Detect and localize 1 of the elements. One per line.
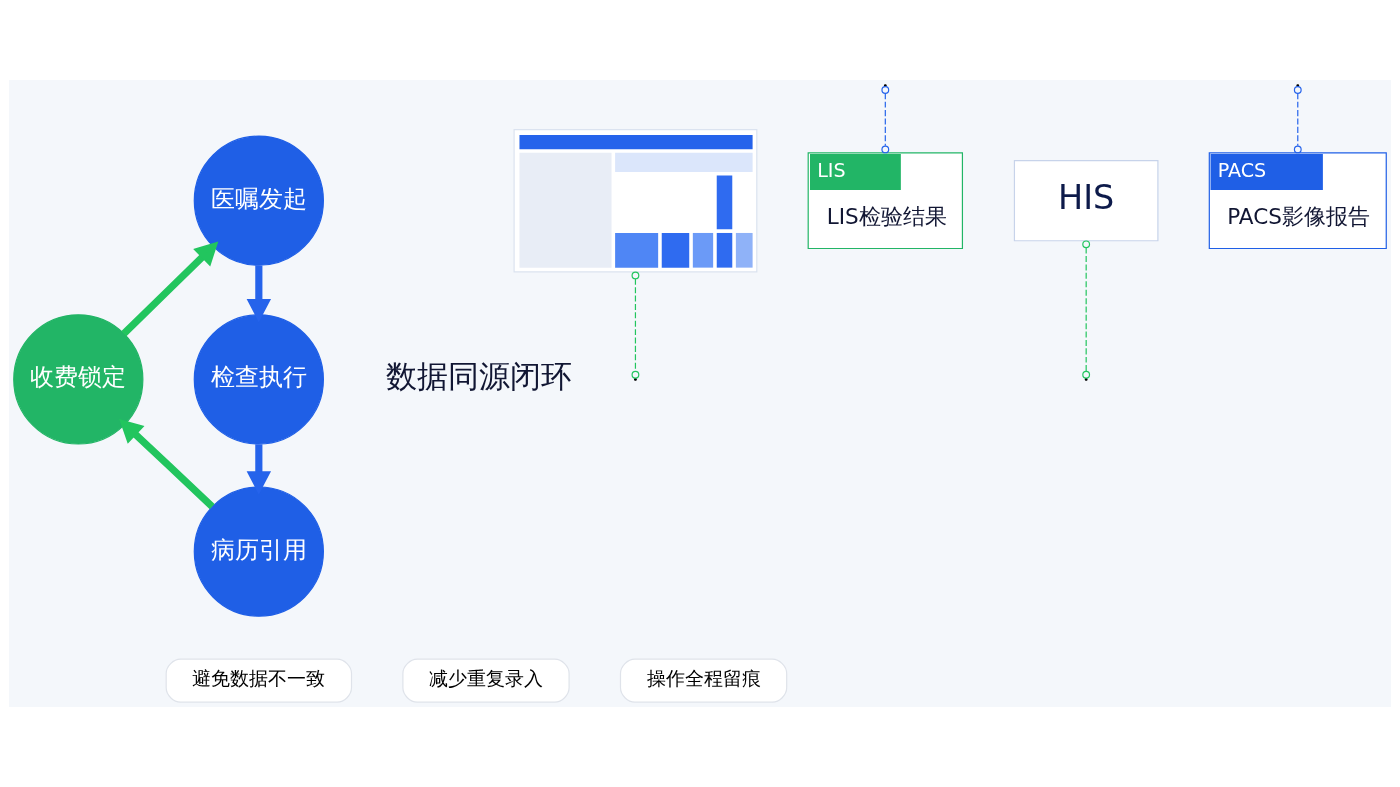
label: 数据同源闭环 [385,357,572,394]
